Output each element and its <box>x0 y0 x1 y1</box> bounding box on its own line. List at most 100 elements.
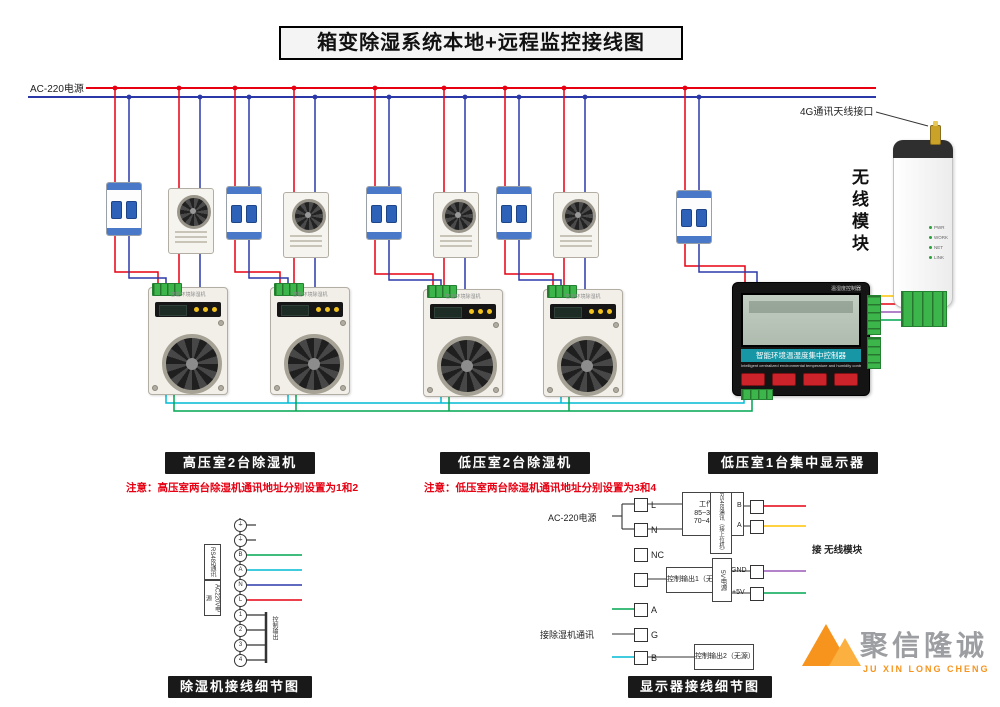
dehumidifier-3: 智能环境除湿机 <box>423 285 503 397</box>
controller-name-en: Intelligent centralized environmental te… <box>741 363 861 368</box>
terminal-square-L <box>634 498 648 512</box>
terminal-block <box>867 337 881 369</box>
control-output-label: 控制输出 <box>271 616 277 640</box>
terminal-circle: ⏚ <box>234 534 247 547</box>
terminal-square-A2 <box>750 520 764 534</box>
to-wireless-module-label: 接 无线模块 <box>812 545 863 556</box>
terminal-label: N <box>651 525 658 535</box>
fan-icon <box>162 334 222 394</box>
controller-lcd <box>741 293 861 347</box>
logo-name-en: JU XIN LONG CHENG <box>863 664 990 674</box>
module-leds: PWR WORK NET LINK <box>929 225 948 265</box>
power5v-box: 5V电源 <box>712 558 732 602</box>
fan-icon <box>437 336 497 396</box>
dehumidifier-display <box>155 302 221 317</box>
fan-icon <box>557 336 617 396</box>
terminal-square-GND <box>750 565 764 579</box>
rs485-upstream-box: RS485通讯（接上位机） <box>710 492 732 554</box>
ac-power-label: AC-220电源 <box>28 80 86 95</box>
terminal-circle: 2 <box>234 624 247 637</box>
terminal-label: A <box>651 605 658 615</box>
dehumidifier-display <box>277 302 343 317</box>
fan-icon <box>284 334 344 394</box>
section-label-high-voltage: 高压室2台除湿机 <box>165 452 315 474</box>
dehumidifier-display <box>430 304 496 319</box>
caption-display-detail: 显示器接线细节图 <box>628 676 772 698</box>
dehumidifier-label: 智能环境除湿机 <box>170 292 206 298</box>
terminal-label: +5V <box>732 589 745 596</box>
dehumidifier-1: 智能环境除湿机 <box>148 283 228 395</box>
section-label-low-voltage: 低压室2台除湿机 <box>440 452 590 474</box>
controller-brand: 温湿度控制器 <box>830 286 861 292</box>
fan-icon <box>292 199 326 233</box>
circuit-breaker-2 <box>226 186 262 240</box>
terminal-square-NC <box>634 548 648 562</box>
led-label: PWR <box>934 225 945 230</box>
terminal-block <box>152 283 182 296</box>
terminal-circle: 3 <box>234 639 247 652</box>
control-output2-box: 控制输出2（无源） <box>694 644 755 670</box>
wireless-module-device: PWR WORK NET LINK <box>893 121 953 327</box>
company-logo: 聚信隆诚 JU XIN LONG CHENG <box>798 612 993 702</box>
dehumidifier-4: 智能环境除湿机 <box>543 285 623 397</box>
terminal-circle: 1 <box>234 609 247 622</box>
controller-buttons <box>741 373 861 387</box>
terminal-square-N <box>634 523 648 537</box>
terminal-label: B <box>651 653 658 663</box>
fan-icon <box>177 195 211 229</box>
note-high-voltage: 注意：高压室两台除湿机通讯地址分别设置为1和2 <box>126 482 359 494</box>
section-label-display: 低压室1台集中显示器 <box>708 452 878 474</box>
module-terminal-block <box>901 291 947 327</box>
note-low-voltage: 注意：低压室两台除湿机通讯地址分别设置为3和4 <box>424 482 657 494</box>
circuit-breaker-4 <box>496 186 532 240</box>
dehumidifier-comm-label: 接除湿机通讯 <box>540 630 595 640</box>
led-label: LINK <box>934 255 945 260</box>
logo-mountain-icon <box>829 638 861 666</box>
terminal-block <box>867 295 881 335</box>
terminal-square-5V <box>750 587 764 601</box>
antenna-port-label: 4G通讯天线接口 <box>800 107 874 118</box>
terminal-label: NC <box>651 550 664 560</box>
power-unit-3 <box>433 192 479 258</box>
terminal-label: G <box>651 630 659 640</box>
terminal-circle: 4 <box>234 654 247 667</box>
wireless-module-label: 无线模块 <box>849 168 868 256</box>
terminal-square-B2 <box>750 500 764 514</box>
terminal-circle: ⏚ <box>234 519 247 532</box>
terminal-circle: N <box>234 579 247 592</box>
circuit-breaker-3 <box>366 186 402 240</box>
terminal-circle: L <box>234 594 247 607</box>
terminal-label: GND <box>731 567 747 574</box>
logo-name-cn: 聚信隆诚 <box>860 630 989 661</box>
terminal-circle: A <box>234 564 247 577</box>
terminal-block <box>741 389 773 400</box>
dehumidifier-label: 智能环境除湿机 <box>292 292 328 298</box>
ac-power-label-detail: AC-220电源 <box>548 513 597 523</box>
caption-dehumidifier-detail: 除湿机接线细节图 <box>168 676 312 698</box>
terminal-square-A <box>634 603 648 617</box>
circuit-breaker-1 <box>106 182 142 236</box>
power-unit-1 <box>168 188 214 254</box>
terminal-label: L <box>651 500 657 510</box>
antenna-connector-icon <box>930 121 941 145</box>
terminal-block <box>427 285 457 298</box>
terminal-block <box>547 285 577 298</box>
controller-unit: 温湿度控制器 智能环境温湿度集中控制器 Intelligent centrali… <box>732 282 881 400</box>
rs485-side-label: RS485通讯 <box>204 544 221 580</box>
led-label: NET <box>934 245 943 250</box>
dehumidifier-2: 智能环境除湿机 <box>270 283 350 395</box>
circuit-breaker-5 <box>676 190 712 244</box>
terminal-label: A <box>737 522 742 529</box>
terminal-square-B <box>634 651 648 665</box>
power-unit-4 <box>553 192 599 258</box>
terminal-circle: B <box>234 549 247 562</box>
terminal-square-G <box>634 628 648 642</box>
dehumidifier-label: 智能环境除湿机 <box>445 294 481 300</box>
dehumidifier-label: 智能环境除湿机 <box>565 294 601 300</box>
terminal-label: B <box>737 502 742 509</box>
fan-icon <box>442 199 476 233</box>
dehumidifier-display <box>550 304 616 319</box>
led-label: WORK <box>934 235 948 240</box>
module-cap <box>893 140 953 158</box>
